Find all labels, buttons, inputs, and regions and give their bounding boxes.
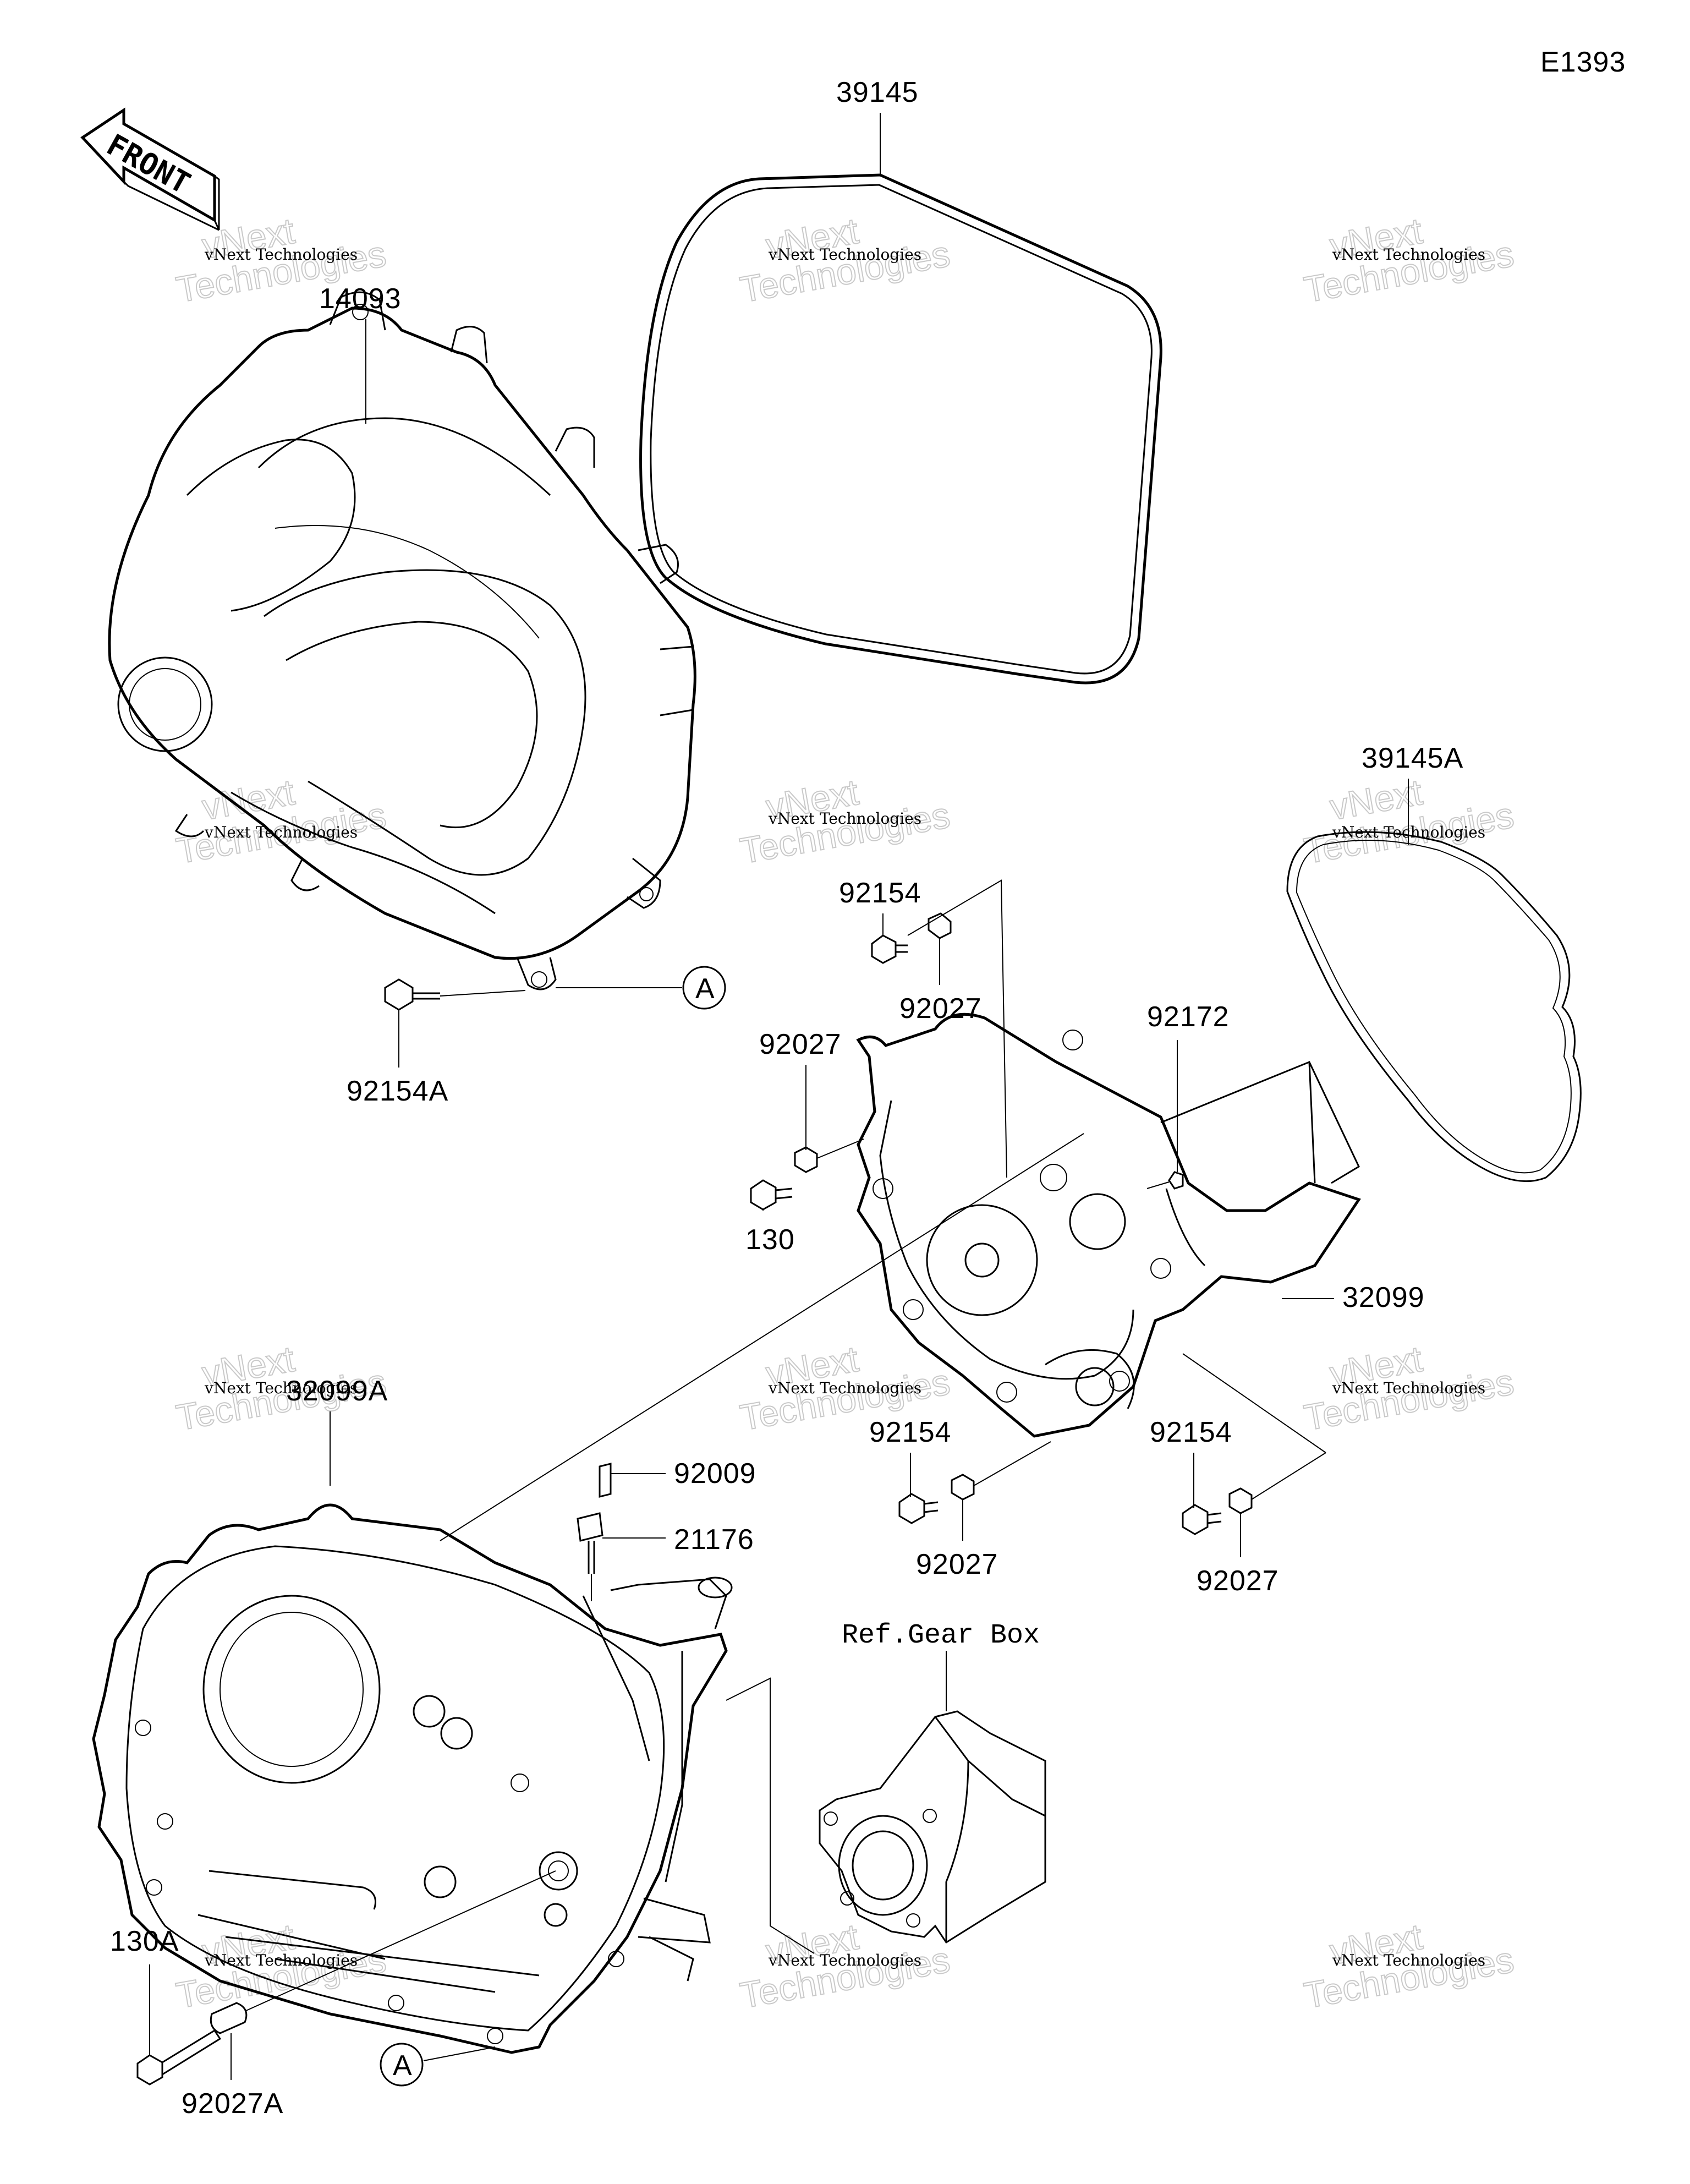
label-92154-right: 92154	[1150, 1416, 1232, 1448]
part-92027A-dowel	[210, 2002, 248, 2034]
label-32099: 32099	[1342, 1282, 1425, 1313]
part-32099-inner-cover	[856, 1012, 1361, 1438]
label-ref-gear-box: Ref.Gear Box	[842, 1620, 1040, 1651]
part-92027-top-dowel	[928, 912, 952, 939]
part-39145-gasket	[639, 173, 1162, 685]
part-14093-outer-cover	[108, 291, 696, 990]
watermark-small-1: vNext Technologies	[204, 245, 358, 264]
watermark-small-2: vNext Technologies	[768, 245, 921, 264]
watermark-small-9: vNext Technologies	[1332, 1379, 1485, 1397]
part-92154-top-bolt	[871, 934, 908, 964]
watermark-small-3: vNext Technologies	[1332, 245, 1485, 264]
label-92009: 92009	[674, 1458, 756, 1490]
front-arrow-icon: FRONT	[80, 107, 220, 231]
leader-92027-right-b	[1182, 1353, 1326, 1453]
part-32099A-housing	[92, 1503, 733, 2054]
label-92027-left: 92027	[759, 1028, 842, 1060]
part-130-bolt	[750, 1179, 793, 1211]
diagram-id: E1393	[1540, 46, 1626, 78]
label-92027-right: 92027	[1197, 1565, 1279, 1597]
part-92154-right-bolt	[1182, 1504, 1222, 1535]
part-92154A-bolt	[384, 978, 526, 1068]
watermark-4: vNext Technologies	[173, 771, 389, 872]
ref-circle-a-top	[682, 966, 726, 1010]
part-92172-screw	[1146, 1040, 1184, 1190]
label-130: 130	[745, 1224, 795, 1256]
watermark-small-8: vNext Technologies	[768, 1379, 921, 1397]
watermark-small-11: vNext Technologies	[768, 1951, 921, 1969]
ref-a-bottom: A	[393, 2050, 413, 2082]
label-14093: 14093	[319, 283, 402, 315]
part-92009-screw	[599, 1463, 612, 1498]
label-130A: 130A	[110, 1925, 179, 1957]
part-92027-mid-dowel	[951, 1474, 975, 1501]
label-39145: 39145	[836, 76, 919, 108]
part-92154-mid-bolt	[898, 1493, 939, 1524]
watermark-small-5: vNext Technologies	[768, 809, 921, 828]
watermark-small-12: vNext Technologies	[1332, 1951, 1485, 1969]
part-39145A-gasket	[1286, 831, 1582, 1183]
ref-circle-a-bottom	[380, 2043, 424, 2087]
label-92027-top: 92027	[899, 993, 982, 1025]
leader-92027-right-a	[1251, 1452, 1326, 1500]
leader-92027-left-b	[816, 1138, 864, 1159]
label-92027A: 92027A	[182, 2088, 283, 2120]
leader-92027-mid-a	[973, 1441, 1051, 1486]
leader-92027A-cross	[244, 1870, 556, 2012]
leader-top-group	[907, 879, 1007, 1178]
part-92027-left-dowel	[794, 1146, 818, 1173]
label-39145A: 39145A	[1362, 742, 1463, 774]
leader-gear-box-bracket	[726, 1677, 815, 1954]
label-92154-mid: 92154	[869, 1416, 952, 1448]
watermark-small-4: vNext Technologies	[204, 823, 358, 841]
label-21176: 21176	[674, 1524, 754, 1556]
watermark-small-7: vNext Technologies	[204, 1379, 358, 1397]
label-92027-mid: 92027	[916, 1548, 998, 1580]
leader-cross-cover	[440, 1133, 1084, 1541]
ref-a-top: A	[695, 973, 715, 1005]
label-92172: 92172	[1147, 1001, 1230, 1033]
label-92154-top: 92154	[839, 877, 921, 909]
label-92154A: 92154A	[347, 1075, 448, 1107]
label-32099A: 32099A	[286, 1375, 388, 1407]
part-92027-right-dowel	[1228, 1487, 1253, 1514]
part-gear-box-ref	[819, 1710, 1046, 1944]
part-21176-sensor	[577, 1512, 603, 1601]
leader-a-bottom	[423, 2046, 496, 2061]
